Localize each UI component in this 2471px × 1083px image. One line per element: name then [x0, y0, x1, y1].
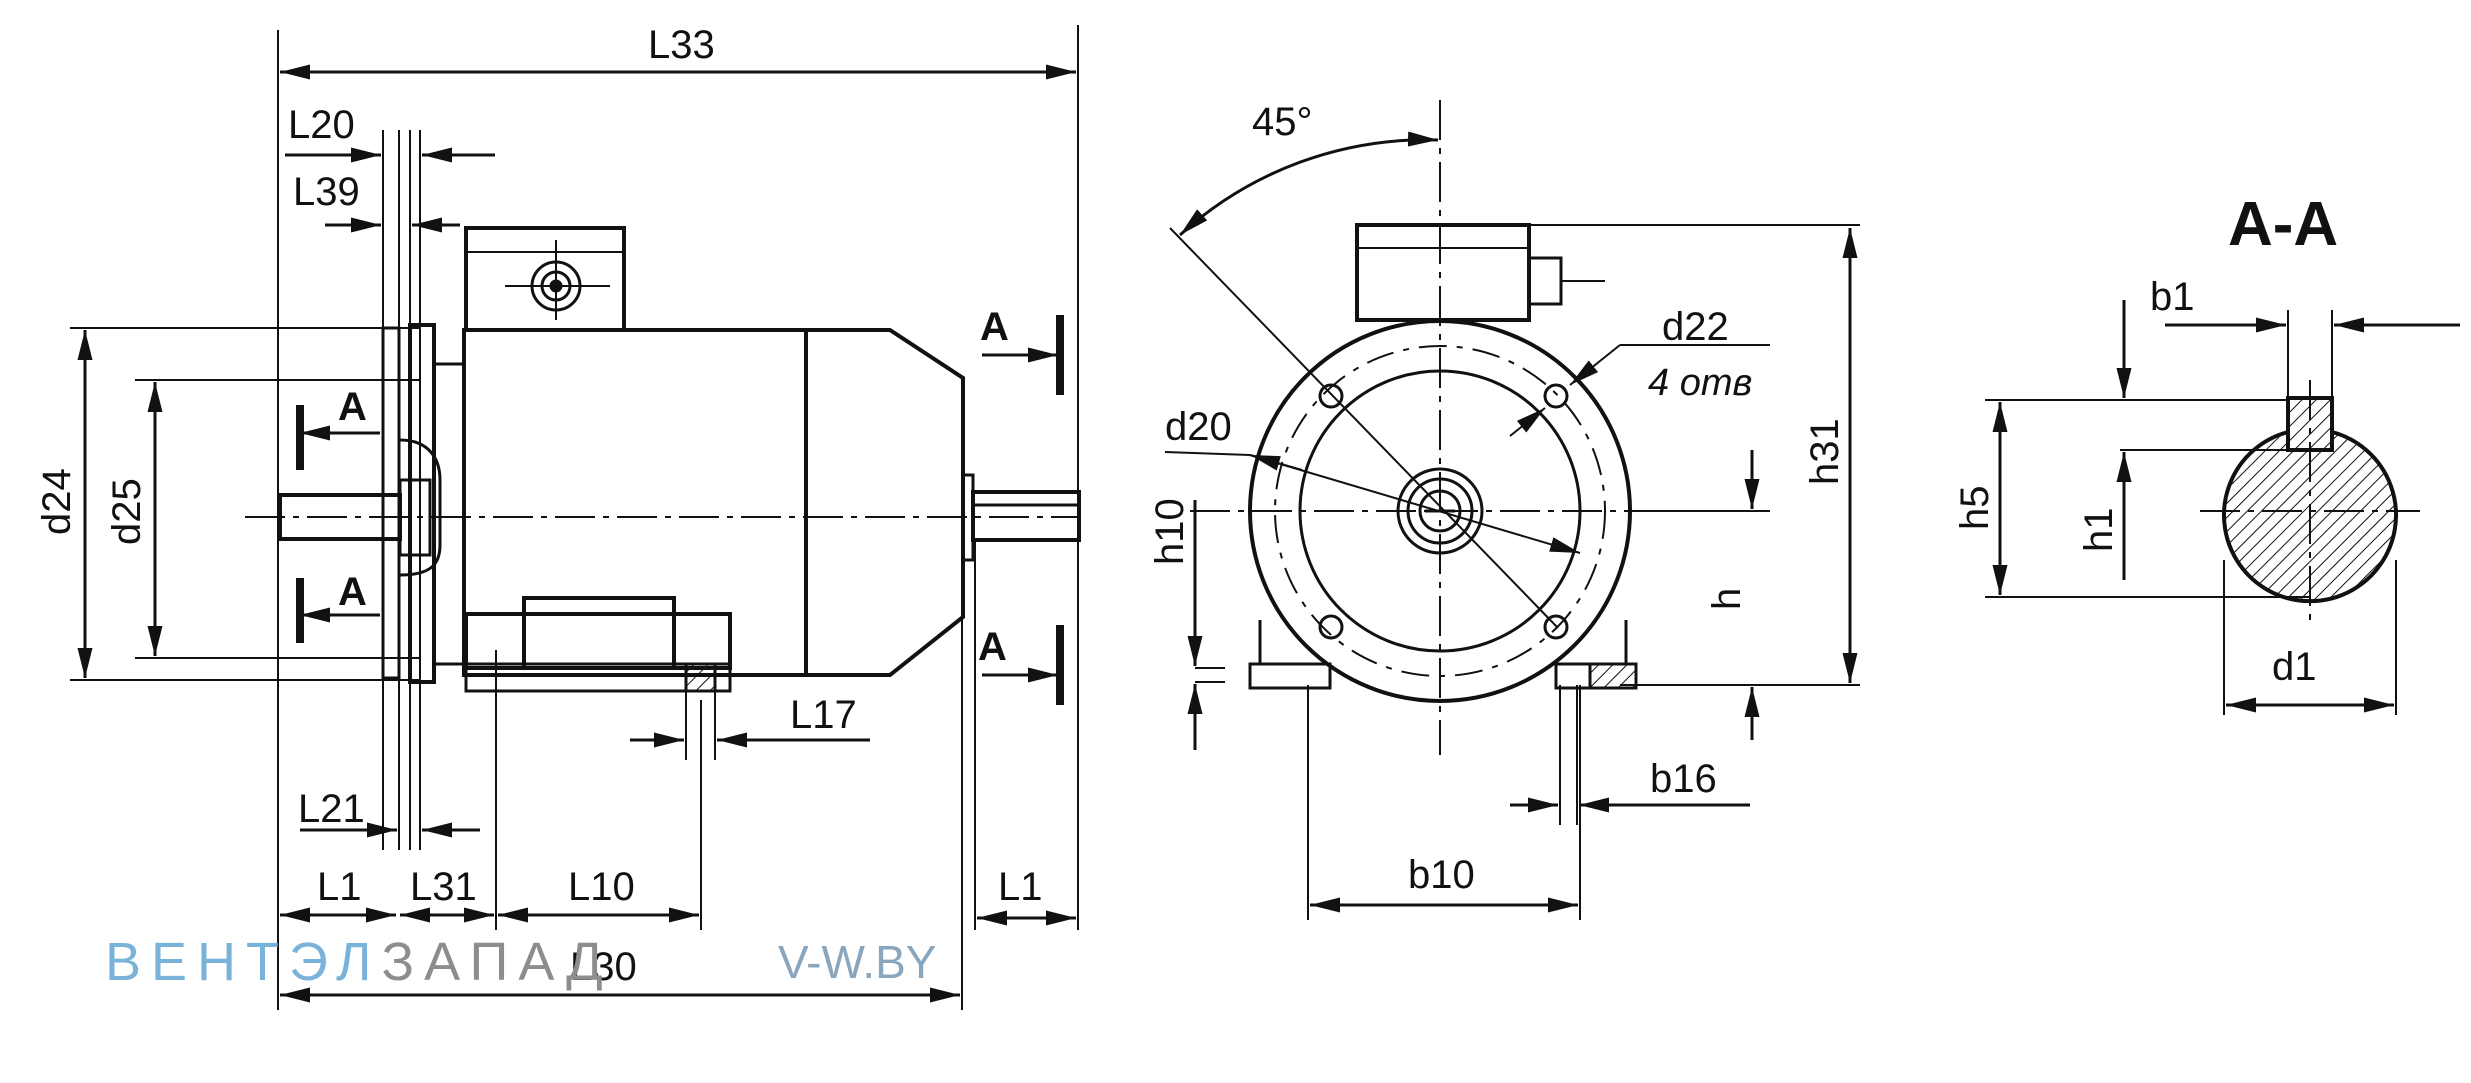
- section-mark-A-right-bottom: A: [978, 625, 1007, 669]
- label-L10: L10: [568, 865, 635, 909]
- label-L1-left: L1: [317, 865, 362, 909]
- label-L17: L17: [790, 693, 857, 737]
- label-b10: b10: [1408, 853, 1475, 897]
- section-a-a-view: [1985, 300, 2460, 715]
- label-b1: b1: [2150, 275, 2195, 319]
- label-L30: L30: [570, 945, 637, 989]
- label-b16: b16: [1650, 757, 1717, 801]
- watermark-site: V-W.BY: [778, 936, 936, 988]
- front-view: [1164, 100, 1860, 920]
- label-h10: h10: [1148, 498, 1192, 565]
- label-h5: h5: [1953, 486, 1997, 531]
- label-L21: L21: [298, 787, 365, 831]
- label-d1: d1: [2272, 645, 2317, 689]
- label-d20: d20: [1165, 405, 1232, 449]
- label-L20: L20: [288, 103, 355, 147]
- watermark: ВЕНТЭЛЗАПАД V-W.BY: [105, 932, 936, 992]
- side-view: [70, 25, 1081, 1010]
- section-title-a-a: A-A: [2228, 190, 2338, 259]
- label-L33: L33: [648, 23, 715, 67]
- watermark-part2: ЗАПАД: [381, 932, 612, 992]
- label-L31: L31: [410, 865, 477, 909]
- label-h31: h31: [1803, 418, 1847, 485]
- label-4-holes: 4 отв: [1648, 362, 1752, 404]
- section-mark-A-left-bottom: A: [338, 570, 367, 614]
- label-d22: d22: [1662, 305, 1729, 349]
- label-d25: d25: [105, 478, 149, 545]
- label-h: h: [1705, 588, 1749, 610]
- label-d24: d24: [35, 468, 79, 535]
- section-mark-A-right-top: A: [980, 305, 1009, 349]
- label-h1: h1: [2077, 508, 2121, 553]
- svg-text:ВЕНТЭЛЗАПАД: ВЕНТЭЛЗАПАД: [105, 932, 613, 992]
- label-angle-45: 45°: [1252, 100, 1313, 144]
- label-L1-right: L1: [998, 865, 1043, 909]
- label-L39: L39: [293, 170, 360, 214]
- section-mark-A-left-top: A: [338, 385, 367, 429]
- watermark-part1: ВЕНТЭЛ: [105, 932, 381, 992]
